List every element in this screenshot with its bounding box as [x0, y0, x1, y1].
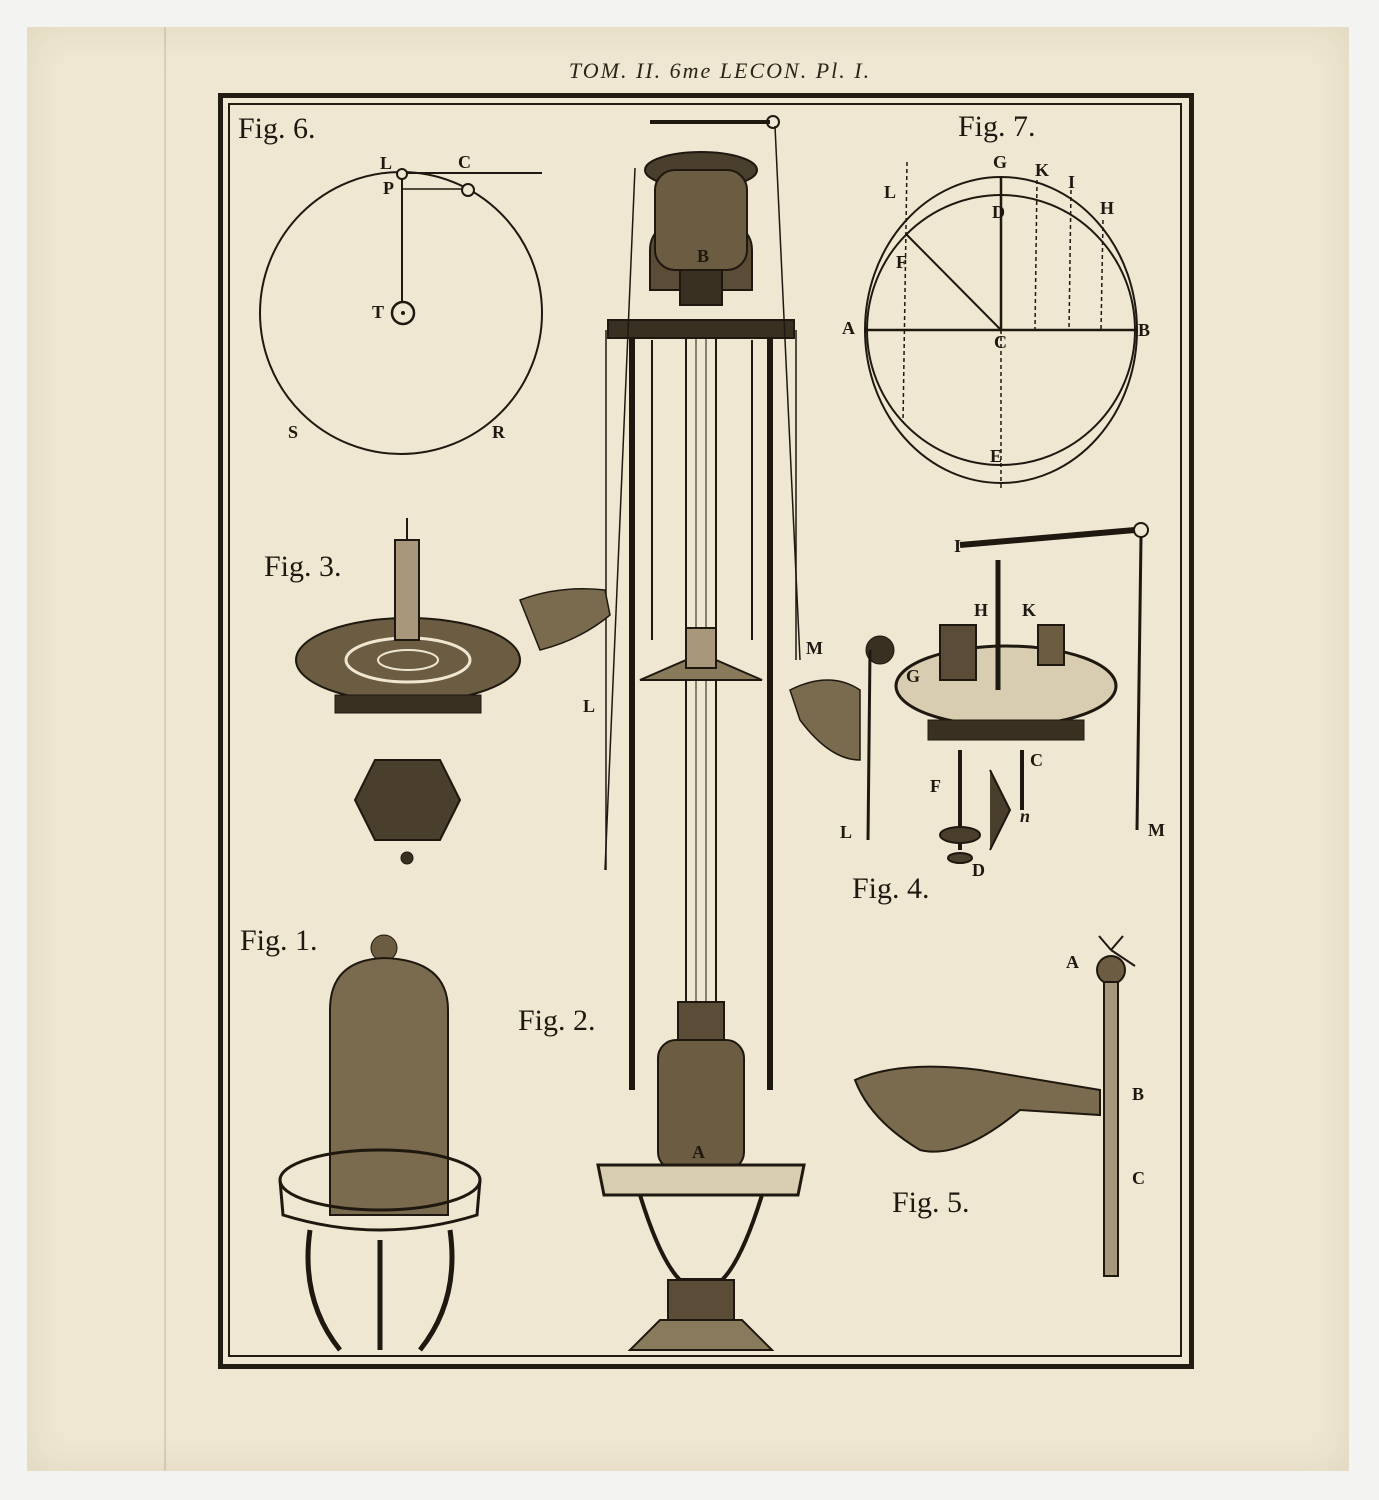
fig7-point-D: D	[992, 202, 1005, 222]
hand-right	[789, 679, 861, 761]
fig4-point-C: C	[1030, 750, 1043, 770]
fig4-point-M-right: M	[1148, 820, 1165, 840]
fig5-label: Fig. 5.	[892, 1186, 970, 1219]
fig6-point-P: P	[383, 178, 394, 198]
fig4-point-G: G	[906, 666, 921, 686]
fig1-belljar	[278, 934, 482, 1352]
fig6-point-R: R	[492, 422, 505, 442]
fig2-column	[596, 115, 806, 1351]
plate-frame-outer	[218, 93, 1194, 1369]
plate-header: TOM. II. 6me LECON. Pl. I.	[568, 58, 872, 83]
fig1-label: Fig. 1.	[240, 924, 318, 957]
fig6-diagram	[259, 168, 543, 455]
fig7-point-I: I	[1068, 172, 1076, 192]
fig6-point-T: T	[372, 302, 385, 322]
fig5-point-B: B	[1132, 1084, 1145, 1104]
paper-fold	[164, 27, 166, 1471]
fig4-point-L: L	[840, 822, 853, 842]
fig7-point-K: K	[1035, 160, 1050, 180]
fig6-point-S: S	[288, 422, 299, 442]
fig3-point-L: L	[583, 696, 596, 716]
fig2-label: Fig. 2.	[518, 1004, 596, 1037]
fig7-label: Fig. 7.	[958, 110, 1036, 143]
fig7-point-B: B	[1138, 320, 1151, 340]
fig4-point-n: n	[1020, 806, 1031, 826]
fig2-point-A: A	[692, 1142, 705, 1162]
fig3-label: Fig. 3.	[264, 550, 342, 583]
fig7-point-C: C	[994, 332, 1007, 352]
fig4-point-M-left: M	[806, 638, 823, 658]
fig7-point-E: E	[990, 446, 1003, 466]
fig4-point-I: I	[954, 536, 962, 556]
fig5-rod	[853, 935, 1136, 1277]
fig5-point-C: C	[1132, 1168, 1145, 1188]
hand-left	[519, 588, 611, 651]
fig6-point-L: L	[380, 153, 393, 173]
fig7-point-H: H	[1100, 198, 1115, 218]
fig7-point-L: L	[884, 182, 897, 202]
fig6-label: Fig. 6.	[238, 112, 316, 145]
fig7-point-A: A	[842, 318, 855, 338]
fig7-point-G: G	[993, 152, 1008, 172]
plate-frame-inner	[228, 103, 1182, 1357]
fig2-point-B: B	[697, 246, 710, 266]
fig4-point-D: D	[972, 860, 985, 880]
fig4-label: Fig. 4.	[852, 872, 930, 905]
fig3-apparatus	[295, 518, 521, 865]
fig4-point-H: H	[974, 600, 989, 620]
fig4-point-F: F	[930, 776, 941, 796]
fig4-apparatus	[865, 522, 1149, 864]
fig4-point-K: K	[1022, 600, 1037, 620]
fig7-diagram	[864, 161, 1138, 490]
fig6-point-C: C	[458, 152, 471, 172]
fig7-point-F: F	[896, 252, 907, 272]
fig5-point-A: A	[1066, 952, 1079, 972]
